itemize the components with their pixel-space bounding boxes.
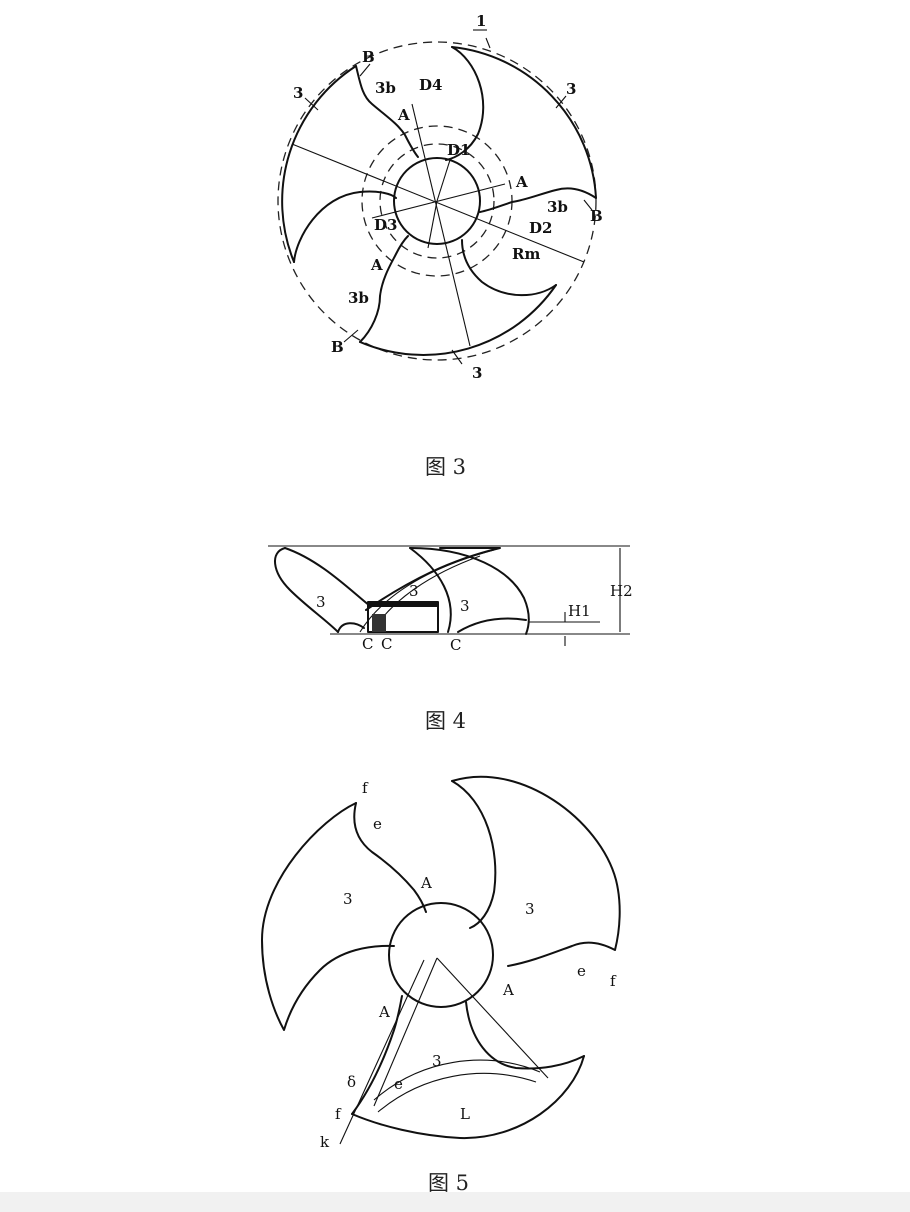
figure-3: 1 3 3 3 3b 3b 3b B B B A A A D1 D2 D3 D4… (277, 12, 603, 479)
point-C3-label: C (450, 636, 461, 654)
point-f-right-label: f (610, 972, 617, 990)
blade-3-top-left-label: 3 (293, 84, 303, 102)
leader-ref-1 (485, 37, 491, 49)
point-C1-label: C (362, 635, 373, 653)
point-e-right-label: e (577, 962, 586, 980)
angle-delta-label: δ (347, 1073, 356, 1091)
point-e-bottom-label: e (394, 1075, 403, 1093)
blade-bottom-outline (351, 1055, 585, 1140)
blade-bottom-root (465, 1001, 585, 1070)
blade-3-bottom-label: 3 (472, 364, 482, 382)
leader-B-top (359, 63, 371, 77)
blade-tip-bottom (359, 284, 557, 356)
d2-dimension-line (291, 143, 585, 263)
blade-3-bottom-label: 3 (432, 1052, 442, 1070)
point-B-top-label: B (362, 48, 375, 66)
edge-3b-right-label: 3b (547, 198, 568, 216)
blade-3-right-label: 3 (460, 597, 470, 615)
point-A-top-label: A (420, 874, 432, 892)
blade-3-middle-label: 3 (409, 582, 419, 600)
blade-left-outer (274, 547, 339, 633)
figure-5: 3 3 3 f e A e f A A δ e f k L 图 5 (261, 775, 621, 1195)
blade-bottom-edge-e (351, 995, 403, 1115)
blade-right-edge-3b (479, 187, 597, 213)
blade-right-outer (409, 547, 530, 635)
blade-left-outline (261, 802, 395, 1031)
blade-bottom-edge-3b (359, 235, 409, 343)
point-A-right-label: A (502, 981, 514, 999)
blade-bottom-root (461, 239, 557, 297)
figure-5-caption: 图 5 (428, 1171, 469, 1195)
blade-3-top-right-label: 3 (566, 80, 576, 98)
arc-L-label: L (460, 1105, 470, 1123)
d3-dimension-line (371, 183, 506, 219)
blade-left-edge-e (353, 802, 427, 913)
page-bottom-band (0, 1192, 910, 1212)
outer-dashed-circle (277, 41, 597, 361)
point-B-bottom-label: B (331, 338, 344, 356)
blade-left-inner (284, 547, 371, 607)
figure-4-caption: 图 4 (425, 709, 466, 733)
leader-3-bottom (451, 349, 463, 365)
point-f-bottom-label: f (335, 1105, 342, 1123)
blade-3-left-label: 3 (316, 593, 326, 611)
point-k-label: k (320, 1133, 330, 1151)
d1-label: D1 (447, 141, 470, 159)
point-e-top-label: e (373, 815, 382, 833)
point-A-top-label: A (397, 106, 410, 124)
blade-top-left-root (293, 190, 397, 263)
radial-line-left (373, 957, 438, 1107)
leader-B-bottom (343, 329, 359, 343)
blade-middle-top (365, 547, 501, 611)
blade-right-root (451, 780, 497, 929)
point-B-right-label: B (590, 207, 603, 225)
point-C2-label: C (381, 635, 392, 653)
rm-label: Rm (512, 245, 540, 263)
d2-label: D2 (529, 219, 552, 237)
figure-3-caption: 图 3 (425, 455, 466, 479)
d4-label: D4 (419, 76, 442, 94)
d4-dimension-line (411, 103, 471, 347)
hub-circle (388, 902, 494, 1008)
hub-circle (393, 157, 481, 245)
radial-line-right (436, 957, 549, 1079)
leader-B-right (583, 199, 593, 211)
d3-label: D3 (374, 216, 397, 234)
blade-top-left-edge-3b (355, 65, 419, 158)
inner-dashed-circle (379, 143, 495, 259)
d1-dimension-line (436, 159, 451, 202)
figure-4: 3 3 3 C C C H1 H2 图 4 (268, 545, 633, 733)
blade-right-lower (457, 617, 527, 633)
blade-right-outline (451, 775, 621, 967)
leader-3-top-left (304, 97, 319, 111)
h1-label: H1 (568, 602, 591, 620)
blade-middle-sweep-2 (371, 555, 481, 633)
ref-1-label: 1 (476, 12, 486, 30)
blade-tip-top-right (451, 46, 597, 199)
blade-3-right-label: 3 (525, 900, 535, 918)
blade-3-left-label: 3 (343, 890, 353, 908)
edge-3b-bottom-label: 3b (348, 289, 369, 307)
point-A-right-label: A (515, 173, 528, 191)
arc-L-outer (373, 1059, 541, 1101)
leader-3-top-right (555, 95, 567, 109)
blade-middle-outer (409, 547, 452, 633)
blade-tip-top-left (281, 65, 357, 263)
point-A-left-label: A (378, 1003, 390, 1021)
hub-left-curl (337, 622, 365, 633)
tangent-line-k (339, 959, 425, 1145)
h2-label: H2 (610, 582, 633, 600)
hub-top-plate (368, 602, 438, 607)
blade-top-right-root (445, 46, 485, 161)
point-f-top-label: f (362, 779, 369, 797)
hub-inner-block (372, 614, 386, 632)
point-A-bottom-label: A (370, 256, 383, 274)
arc-L-inner (377, 1072, 537, 1113)
d1-dimension-line-2 (427, 200, 438, 249)
edge-3b-top-label: 3b (375, 79, 396, 97)
